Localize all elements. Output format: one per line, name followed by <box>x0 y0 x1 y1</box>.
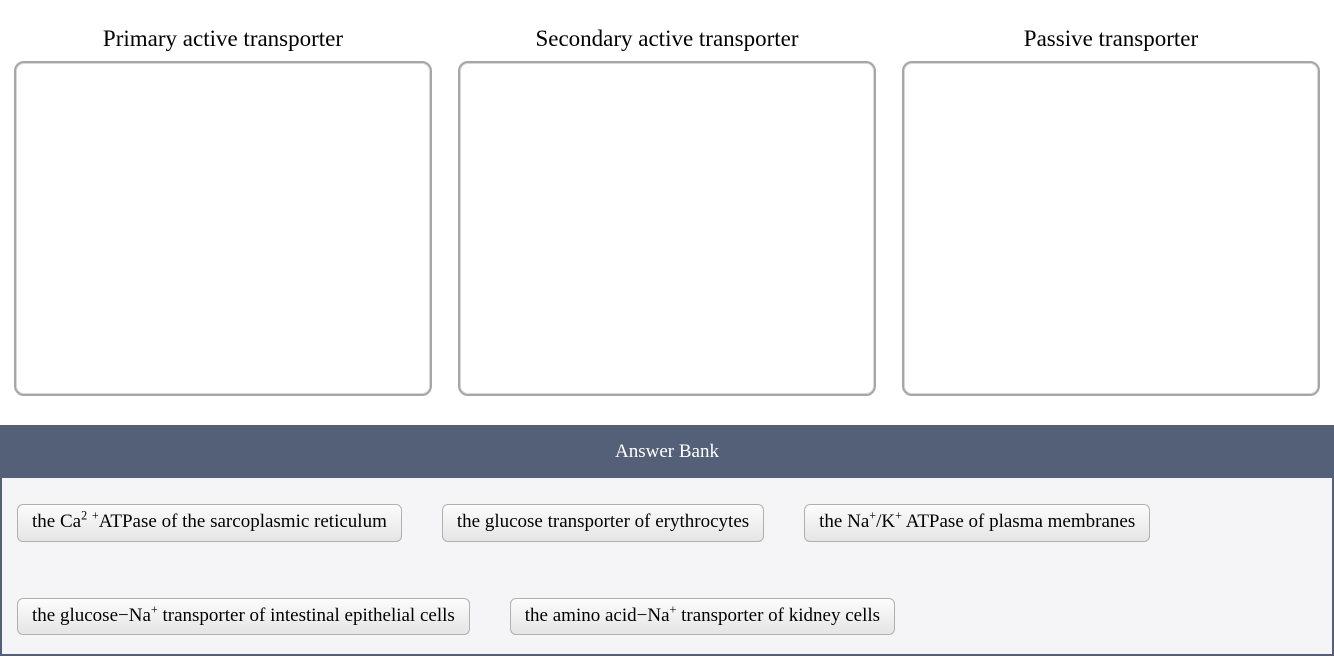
answer-bank-item[interactable]: the Na+/K+ ATPase of plasma membranes <box>804 503 1151 542</box>
answer-bank-row: the Ca2 +ATPase of the sarcoplasmic reti… <box>17 503 1317 542</box>
drop-zone-secondary-active[interactable] <box>458 60 876 396</box>
answer-bank-row: the glucose−Na+ transporter of intestina… <box>17 597 1317 636</box>
drop-zone-primary-active[interactable] <box>14 60 432 396</box>
bin-title-passive: Passive transporter <box>1023 26 1199 51</box>
answer-bank-item[interactable]: the amino acid−Na+ transporter of kidney… <box>509 597 896 636</box>
drop-zone-passive[interactable] <box>902 60 1320 396</box>
answer-bank-item[interactable]: the Ca2 +ATPase of the sarcoplasmic reti… <box>17 503 402 542</box>
answer-bank-item[interactable]: the glucose−Na+ transporter of intestina… <box>17 597 470 636</box>
answer-bank-item[interactable]: the glucose transporter of erythrocytes <box>441 503 765 542</box>
drop-zones-container: Primary active transporter Secondary act… <box>0 24 1334 396</box>
bin-title-primary-active: Primary active transporter <box>102 26 344 51</box>
bin-primary-active: Primary active transporter <box>14 24 432 396</box>
answer-bank-body: the Ca2 +ATPase of the sarcoplasmic reti… <box>2 478 1332 636</box>
bin-title-secondary-active: Secondary active transporter <box>535 26 799 51</box>
bin-passive: Passive transporter <box>902 24 1320 396</box>
bin-secondary-active: Secondary active transporter <box>458 24 876 396</box>
answer-bank: Answer Bank the Ca2 +ATPase of the sarco… <box>0 424 1334 656</box>
answer-bank-header: Answer Bank <box>2 426 1332 478</box>
